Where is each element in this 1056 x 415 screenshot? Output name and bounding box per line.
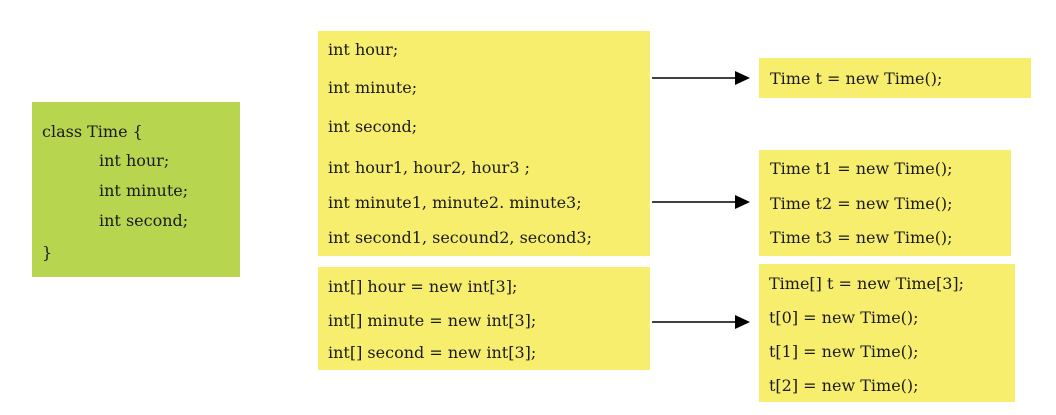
row3-right-line-0: Time[] t = new Time[3]; xyxy=(769,274,965,293)
arrow-row1 xyxy=(652,71,750,85)
row3-left-line-1: int[] minute = new int[3]; xyxy=(328,311,537,330)
row3-right-line-3: t[2] = new Time(); xyxy=(769,376,919,395)
arrow-row3 xyxy=(652,315,750,329)
row2-left-box: int hour1, hour2, hour3 ; int minute1, m… xyxy=(318,148,650,256)
row1-right-line-0: Time t = new Time(); xyxy=(770,69,943,88)
class-line-3: int second; xyxy=(99,211,189,230)
row2-left-line-1: int minute1, minute2. minute3; xyxy=(328,193,582,212)
row1-left-line-0: int hour; xyxy=(328,40,399,59)
row1-right-box: Time t = new Time(); xyxy=(759,58,1031,98)
row2-right-line-0: Time t1 = new Time(); xyxy=(770,159,953,178)
row2-left-line-2: int second1, secound2, second3; xyxy=(328,228,592,247)
row2-right-line-2: Time t3 = new Time(); xyxy=(770,228,953,247)
class-time-box: class Time { int hour; int minute; int s… xyxy=(32,102,240,277)
class-line-1: int hour; xyxy=(99,151,170,170)
row1-left-box: int hour; int minute; int second; xyxy=(318,31,650,162)
row2-right-line-1: Time t2 = new Time(); xyxy=(770,194,953,213)
row3-left-line-0: int[] hour = new int[3]; xyxy=(328,277,518,296)
row1-left-line-1: int minute; xyxy=(328,78,418,97)
row3-right-line-2: t[1] = new Time(); xyxy=(769,342,919,361)
arrow-row2 xyxy=(652,195,750,209)
class-line-2: int minute; xyxy=(99,181,189,200)
row1-left-line-2: int second; xyxy=(328,117,418,136)
row3-right-line-1: t[0] = new Time(); xyxy=(769,308,919,327)
class-line-0: class Time { xyxy=(42,122,143,141)
row3-left-line-2: int[] second = new int[3]; xyxy=(328,343,537,362)
row3-left-box: int[] hour = new int[3]; int[] minute = … xyxy=(318,267,650,370)
row2-left-line-0: int hour1, hour2, hour3 ; xyxy=(328,158,530,177)
row3-right-box: Time[] t = new Time[3]; t[0] = new Time(… xyxy=(759,264,1015,402)
class-line-4: } xyxy=(42,243,53,262)
row2-right-box: Time t1 = new Time(); Time t2 = new Time… xyxy=(759,150,1011,256)
